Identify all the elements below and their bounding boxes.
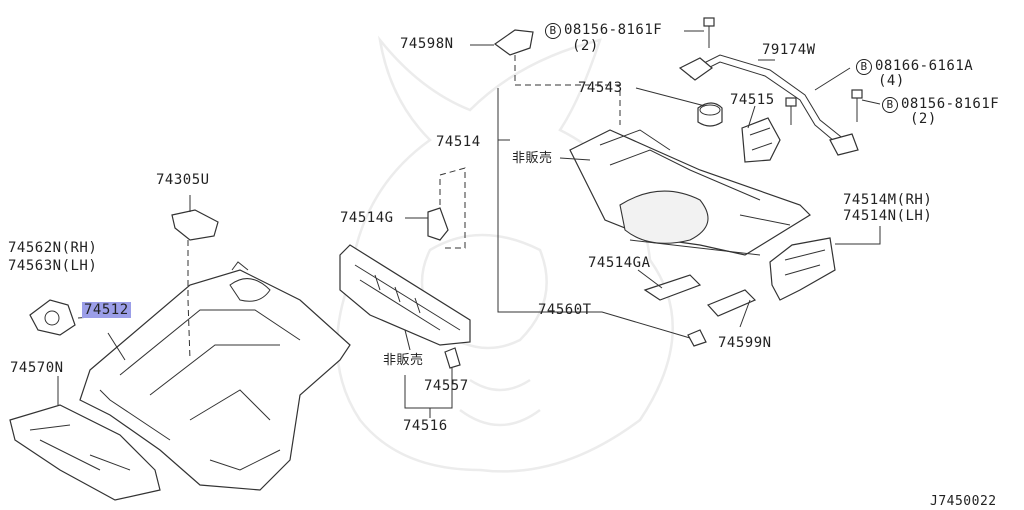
bolt-b-icon: B [882,97,898,113]
diagram-code: J7450022 [930,494,997,509]
label-74515[interactable]: 74515 [730,92,775,108]
panel-74516[interactable] [339,244,471,369]
bolt-code-mid: 08166-6161A [875,58,974,74]
label-not-for-sale-2: 非販売 [383,353,424,368]
label-74514[interactable]: 74514 [436,134,481,150]
label-74514n[interactable]: 74514N(LH) [843,208,933,224]
label-74514m[interactable]: 74514M(RH) [843,192,933,208]
bolt-b-icon: B [856,59,872,75]
rod-79174w[interactable] [678,54,859,156]
rear-floor-74512[interactable] [79,261,351,491]
bolt-08156-top[interactable] [703,17,715,48]
label-74599n[interactable]: 74599N [718,335,772,351]
strip-74599n[interactable] [706,289,757,317]
bolt-08156-right[interactable] [851,89,863,122]
mount-74543[interactable] [697,102,723,127]
label-74514ga[interactable]: 74514GA [588,255,651,271]
bracket-74570n[interactable] [9,404,161,501]
label-74570n[interactable]: 74570N [10,360,64,376]
plate-74598n[interactable] [493,29,621,125]
clip-74560t[interactable] [687,329,707,347]
label-74560t[interactable]: 74560T [538,302,592,318]
label-not-for-sale-1: 非販売 [512,151,553,166]
mount-74562n[interactable] [29,299,76,336]
label-74305u[interactable]: 74305U [156,172,210,188]
label-bolt-qty-right: (2) [910,111,937,127]
label-74557[interactable]: 74557 [424,378,469,394]
bracket-74514ga[interactable] [643,274,702,301]
label-74512[interactable]: 74512 [82,302,131,318]
label-79174w[interactable]: 79174W [762,42,816,58]
label-bolt-qty-mid: (4) [878,73,905,89]
panel-74514m[interactable] [769,237,836,301]
label-74598n[interactable]: 74598N [400,36,454,52]
label-74543[interactable]: 74543 [578,80,623,96]
bolt-code-right: 08156-8161F [901,96,1000,112]
label-74562n[interactable]: 74562N(RH) [8,240,98,256]
label-74563n[interactable]: 74563N(LH) [8,258,98,274]
label-74516[interactable]: 74516 [403,418,448,434]
bolt-08166[interactable] [785,97,797,125]
leader-lines [57,30,881,418]
label-74514g[interactable]: 74514G [340,210,394,226]
floor-74514[interactable] [569,129,811,256]
bracket-74515[interactable] [741,117,781,163]
label-bolt-qty-top: (2) [572,38,599,54]
bracket-74514g[interactable] [427,167,466,249]
clip-74305u[interactable] [171,209,219,361]
bolt-code-top: 08156-8161F [564,22,663,38]
bolt-b-icon: B [545,23,561,39]
